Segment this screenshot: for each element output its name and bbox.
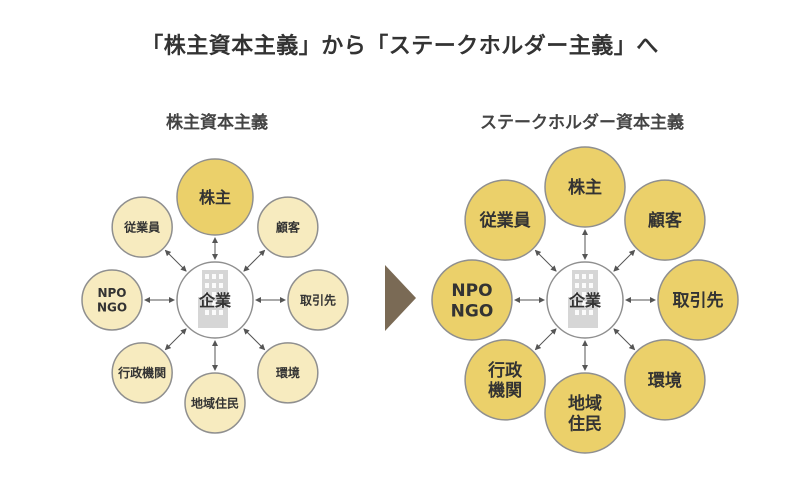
right-connector-environment — [613, 328, 636, 351]
left-node-circle-government — [111, 342, 173, 404]
left-diagram-heading: 株主資本主義 — [166, 113, 268, 133]
right-node-label-npo-ngo: NPO — [451, 281, 492, 301]
left-node-environment: 環境 — [257, 342, 319, 404]
right-node-label-customers: 顧客 — [648, 210, 683, 231]
left-node-circle-customers — [257, 196, 319, 258]
right-node-circle-employees — [464, 179, 546, 261]
left-node-residents: 地域住民 — [184, 372, 246, 434]
left-node-circle-shareholders — [176, 158, 254, 236]
right-node-government: 行政機関 — [464, 339, 546, 421]
right-diagram-heading: ステークホルダー資本主義 — [480, 113, 684, 133]
left-node-label-business-partners: 取引先 — [300, 292, 336, 307]
left-connector-employees — [164, 249, 187, 272]
right-center-label: 企業 — [568, 291, 602, 310]
right-node-circle-environment — [624, 339, 706, 421]
right-node-customers: 顧客 — [624, 179, 706, 261]
left-node-label-npo-ngo: NPO — [97, 286, 126, 300]
left-node-business-partners: 取引先 — [287, 269, 349, 331]
transition-arrow-icon — [385, 265, 416, 331]
left-node-circle-business-partners — [287, 269, 349, 331]
page-title: 「株主資本主義」から「ステークホルダー主義」へ — [141, 34, 659, 59]
right-node-circle-business-partners — [657, 259, 739, 341]
left-node-label-residents: 地域住民 — [191, 395, 239, 410]
right-node-label-residents: 地域 — [568, 393, 602, 414]
right-node-label-shareholders: 株主 — [568, 177, 602, 198]
right-node-circle-customers — [624, 179, 706, 261]
right-node-circle-shareholders — [544, 146, 626, 228]
right-node-label-environment: 環境 — [648, 370, 682, 391]
right-node-label-business-partners: 取引先 — [673, 290, 724, 311]
right-node-circle-government — [464, 339, 546, 421]
right-node-employees: 従業員 — [464, 179, 546, 261]
left-node-circle-npo-ngo — [81, 269, 143, 331]
left-node-label-government: 行政機関 — [117, 365, 166, 380]
right-node-label-government: 行政 — [487, 360, 523, 381]
left-node-circle-environment — [257, 342, 319, 404]
left-node-label-employees: 従業員 — [123, 219, 160, 234]
right-node-circle-residents — [544, 372, 626, 454]
left-center-label: 企業 — [198, 291, 232, 310]
left-node-circle-employees — [111, 196, 173, 258]
left-node-government: 行政機関 — [111, 342, 173, 404]
right-node-label-npo-ngo: NGO — [451, 301, 494, 321]
left-node-label-environment: 環境 — [276, 365, 300, 380]
right-node-label-residents: 住民 — [568, 413, 602, 434]
left-node-shareholders: 株主 — [176, 158, 254, 236]
right-connector-employees — [534, 249, 557, 272]
right-connector-customers — [613, 249, 636, 272]
left-node-label-shareholders: 株主 — [199, 188, 231, 207]
right-node-business-partners: 取引先 — [657, 259, 739, 341]
right-node-residents: 地域住民 — [544, 372, 626, 454]
right-building-icon — [568, 270, 598, 328]
left-building-icon — [198, 270, 228, 328]
right-node-environment: 環境 — [624, 339, 706, 421]
right-node-label-employees: 従業員 — [479, 210, 531, 231]
right-node-shareholders: 株主 — [544, 146, 626, 228]
left-connector-government — [164, 328, 187, 351]
left-node-label-npo-ngo: NGO — [97, 301, 127, 315]
left-connector-customers — [243, 249, 266, 272]
right-node-circle-npo-ngo — [431, 259, 513, 341]
left-node-label-customers: 顧客 — [276, 219, 301, 234]
left-connector-environment — [243, 328, 266, 351]
left-node-employees: 従業員 — [111, 196, 173, 258]
left-node-customers: 顧客 — [257, 196, 319, 258]
left-node-circle-residents — [184, 372, 246, 434]
right-node-label-government: 機関 — [488, 380, 522, 401]
right-connector-government — [534, 328, 557, 351]
